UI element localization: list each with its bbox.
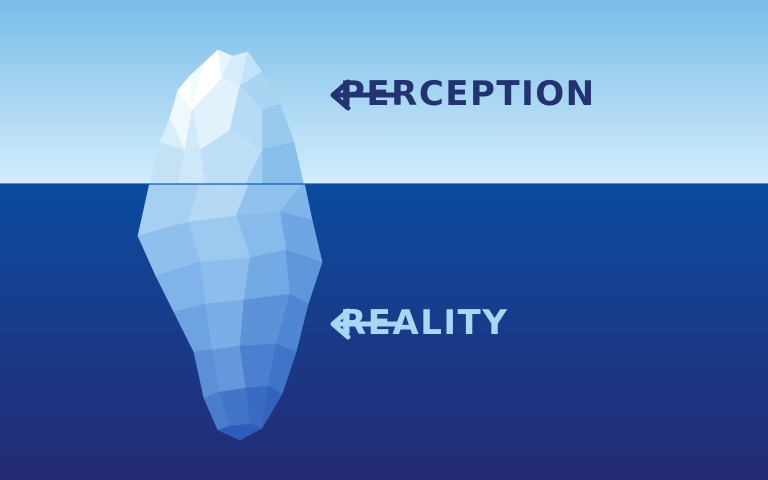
ice-facet [178,149,206,184]
sky [0,0,768,184]
iceberg-underwater [137,184,323,441]
reality-caption: REALITY [328,306,508,340]
ice-facet [217,423,263,441]
perception-caption: PERCEPTION [328,77,596,111]
iceberg [137,49,323,441]
ice-facet [205,299,245,351]
ice-facet [199,257,251,305]
sea [0,184,768,480]
ice-facet [245,149,263,184]
arrow-left-icon [330,79,398,111]
waterline [0,183,768,185]
ice-facet [261,385,283,429]
ice-facet [243,249,291,301]
ice-facet [261,141,304,184]
arrow-left-icon [330,308,398,340]
iceberg-tip [150,49,304,184]
